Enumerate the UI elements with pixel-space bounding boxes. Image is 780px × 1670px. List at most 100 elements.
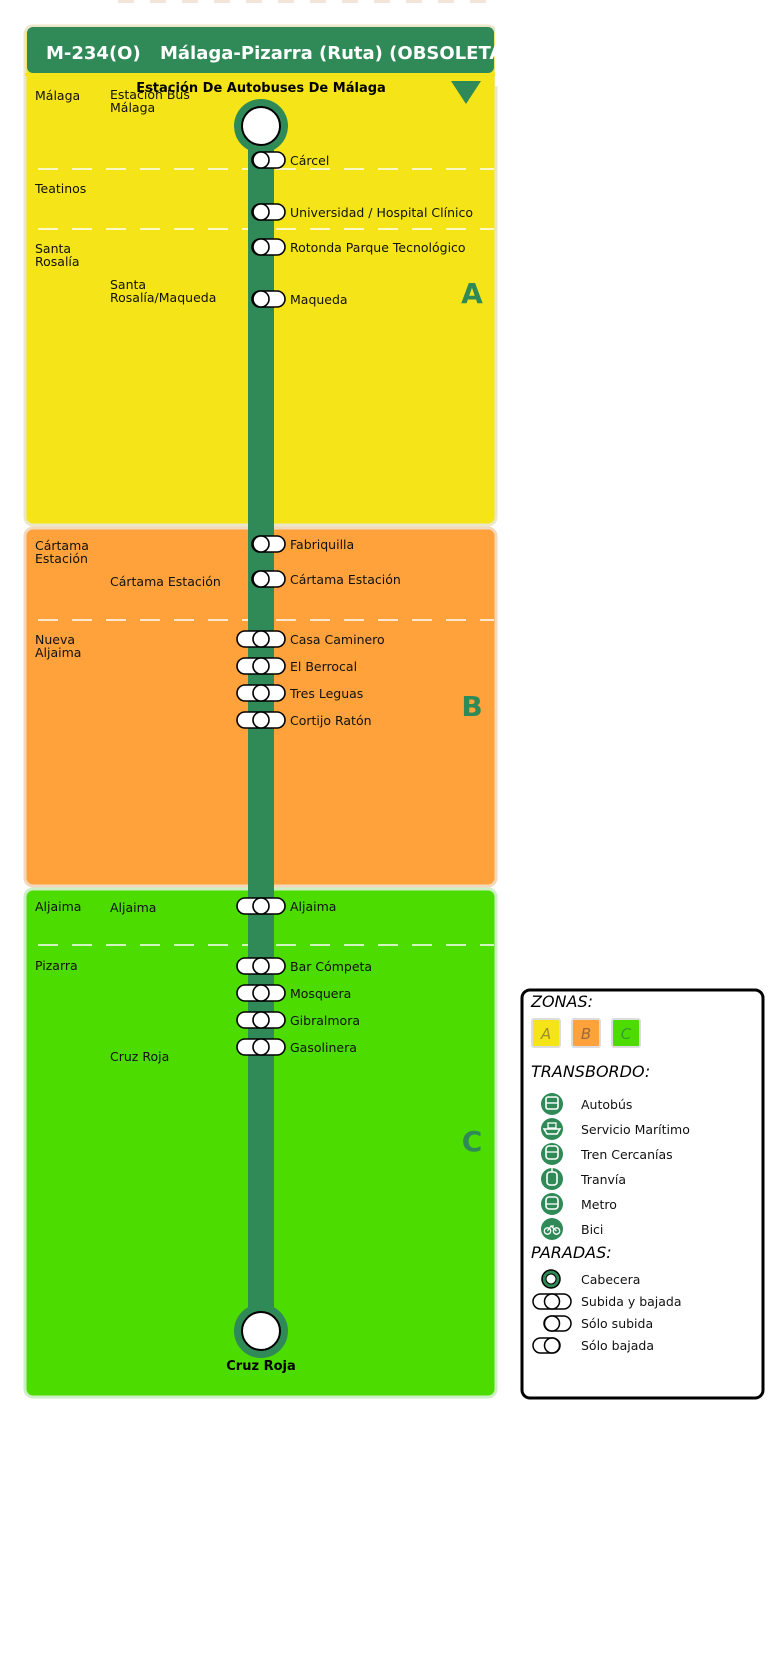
legend-transfer-bike: Bici — [541, 1218, 603, 1240]
stop-mosquera[interactable]: Mosquera — [236, 984, 351, 1002]
stop-gibralmora[interactable]: Gibralmora — [236, 1011, 360, 1029]
stop-name: Universidad / Hospital Clínico — [290, 205, 473, 220]
stop-name: Cártama Estación — [290, 572, 401, 587]
stop-cártama-estación[interactable]: Cártama Estación — [251, 570, 401, 588]
stop-dot — [252, 684, 270, 702]
direction-arrow-icon — [451, 81, 481, 104]
svg-text:Servicio Marítimo: Servicio Marítimo — [581, 1122, 690, 1137]
route-code: M-234(O) — [46, 43, 141, 64]
stop-name: Fabriquilla — [290, 537, 354, 552]
stop-name: Rotonda Parque Tecnológico — [290, 240, 466, 255]
stop-dot — [252, 203, 270, 221]
municipality-malaga: Málaga — [35, 88, 80, 103]
svg-text:Autobús: Autobús — [581, 1097, 632, 1112]
stop-dot — [252, 570, 270, 588]
legend-stop-terminal: Cabecera — [541, 1269, 640, 1289]
stop-dot — [252, 897, 270, 915]
stop-dot — [252, 151, 270, 169]
stop-rotonda-parque-tecnológico[interactable]: Rotonda Parque Tecnológico — [251, 238, 466, 256]
top-marks — [118, 0, 486, 3]
locality-cruz-roja: Cruz Roja — [110, 1049, 169, 1064]
legend-zone-b-letter: B — [581, 1025, 591, 1043]
svg-text:Tren Cercanías: Tren Cercanías — [580, 1147, 673, 1162]
start-terminal-label: Estación De Autobuses De Málaga — [136, 81, 386, 96]
stop-name: Mosquera — [290, 986, 351, 1001]
svg-text:Metro: Metro — [581, 1197, 617, 1212]
municipality-aljaima: Aljaima — [35, 899, 81, 914]
stop-name: El Berrocal — [290, 659, 357, 674]
stop-fabriquilla[interactable]: Fabriquilla — [251, 535, 354, 553]
zone-a-letter: A — [461, 277, 483, 310]
svg-text:Sólo bajada: Sólo bajada — [581, 1338, 654, 1353]
stop-dot — [252, 1011, 270, 1029]
svg-text:Subida y bajada: Subida y bajada — [581, 1294, 682, 1309]
legend-transfer-train: Tren Cercanías — [541, 1143, 673, 1165]
stop-name: Aljaima — [290, 899, 336, 914]
legend-stop-board-alight: Subida y bajada — [532, 1293, 682, 1310]
stop-dot — [252, 957, 270, 975]
stop-cárcel[interactable]: Cárcel — [251, 151, 329, 169]
stop-name: Maqueda — [290, 292, 348, 307]
stop-bar-cómpeta[interactable]: Bar Cómpeta — [236, 957, 372, 975]
route-header — [27, 27, 494, 73]
legend-zone-b-swatch — [571, 1018, 601, 1048]
stop-name: Gibralmora — [290, 1013, 360, 1028]
stop-dot — [252, 657, 270, 675]
stop-name: Tres Leguas — [289, 686, 363, 701]
stop-casa-caminero[interactable]: Casa Caminero — [236, 630, 385, 648]
legend-stops-title: PARADAS: — [531, 1243, 612, 1262]
locality-cartama-estacion: Cártama Estación — [110, 574, 221, 589]
legend-transfer-title: TRANSBORDO: — [531, 1062, 650, 1081]
municipality-separators — [38, 168, 494, 946]
stop-name: Gasolinera — [290, 1040, 357, 1055]
stop-name: Bar Cómpeta — [290, 959, 372, 974]
stop-universidad-hospital-clínico[interactable]: Universidad / Hospital Clínico — [251, 203, 473, 221]
legend-transfer-metro: Metro — [541, 1193, 617, 1215]
stop-dot — [252, 290, 270, 308]
legend-zone-a-letter: A — [540, 1025, 551, 1043]
end-terminal-label: Cruz Roja — [226, 1359, 295, 1374]
stop-name: Casa Caminero — [290, 632, 385, 647]
legend-stop-alight-only: Sólo bajada — [532, 1337, 654, 1354]
stop-tres-leguas[interactable]: Tres Leguas — [236, 684, 363, 702]
municipality-pizarra: Pizarra — [35, 958, 78, 973]
legend-zone-a-swatch — [531, 1018, 561, 1048]
stop-maqueda[interactable]: Maqueda — [251, 290, 348, 308]
legend-stop-board-only: Sólo subida — [543, 1315, 653, 1332]
legend-transfer-tram: Tranvía — [541, 1168, 626, 1190]
legend-zone-c-letter: C — [621, 1025, 632, 1043]
legend-zone-c-swatch — [611, 1018, 641, 1048]
svg-text:Sólo subida: Sólo subida — [581, 1316, 653, 1331]
stop-dot — [252, 238, 270, 256]
legend-transfer-bus: Autobús — [541, 1093, 632, 1115]
municipality-teatinos: Teatinos — [34, 181, 86, 196]
stop-name: Cárcel — [290, 153, 329, 168]
stop-name: Cortijo Ratón — [290, 713, 372, 728]
svg-text:Tranvía: Tranvía — [580, 1172, 626, 1187]
stop-dot — [252, 984, 270, 1002]
svg-text:Bici: Bici — [581, 1222, 603, 1237]
route-name: Málaga-Pizarra (Ruta) (OBSOLETA) — [160, 43, 512, 64]
stop-cortijo-ratón[interactable]: Cortijo Ratón — [236, 711, 372, 729]
stop-dot — [252, 711, 270, 729]
zone-c-letter: C — [462, 1125, 483, 1158]
stop-dot — [252, 1038, 270, 1056]
locality-aljaima: Aljaima — [110, 900, 156, 915]
stop-dot — [252, 535, 270, 553]
zone-b-letter: B — [461, 690, 482, 723]
legend-box — [520, 988, 765, 1400]
legend-zones-title: ZONAS: — [530, 992, 593, 1011]
stop-aljaima[interactable]: Aljaima — [236, 897, 336, 915]
stop-dot — [252, 630, 270, 648]
stop-el-berrocal[interactable]: El Berrocal — [236, 657, 357, 675]
stop-gasolinera[interactable]: Gasolinera — [236, 1038, 357, 1056]
